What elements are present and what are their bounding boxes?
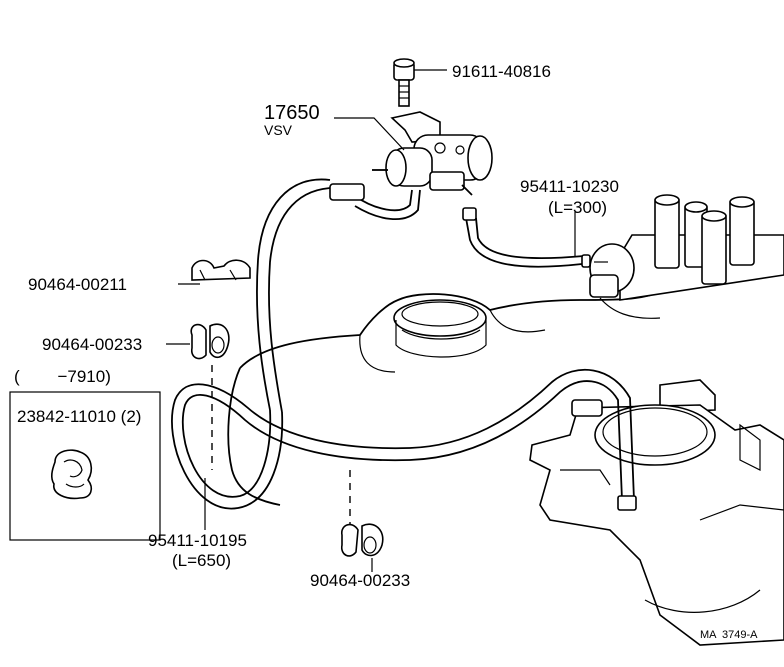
hose-short [462,207,591,268]
carburetor [529,379,784,646]
hose-long [171,178,637,511]
label-vsv-number: 17650 [264,102,320,124]
label-bolt: 91611-40816 [452,62,551,81]
filler-cap [393,299,487,337]
clamp-mid [190,323,230,360]
distributor [589,194,784,301]
clamp-upper [191,259,251,281]
vsv-valve [372,111,493,196]
label-hose-long: 95411-10195 [148,531,247,550]
hose-connector [329,183,365,201]
leader-lines [166,69,576,572]
label-hose-long-length: (L=650) [172,551,231,570]
drawing-code: MA 3749-A [700,629,758,641]
label-clamp-mid: 90464-00233 [42,335,142,354]
label-vsv-name: VSV [264,122,293,138]
bolt [393,58,415,107]
label-inset-part: 23842-11010 (2) [17,407,141,426]
grommet [50,449,93,500]
engine-outline [227,269,784,506]
label-inset-range: ( −7910) [14,367,111,386]
label-clamp-upper: 90464-00211 [28,275,127,294]
inset-box [9,391,161,541]
label-clamp-lower: 90464-00233 [310,571,410,590]
clamp-lower [340,523,384,557]
label-hose-short-length: (L=300) [548,198,607,217]
label-hose-short: 95411-10230 [520,177,619,196]
